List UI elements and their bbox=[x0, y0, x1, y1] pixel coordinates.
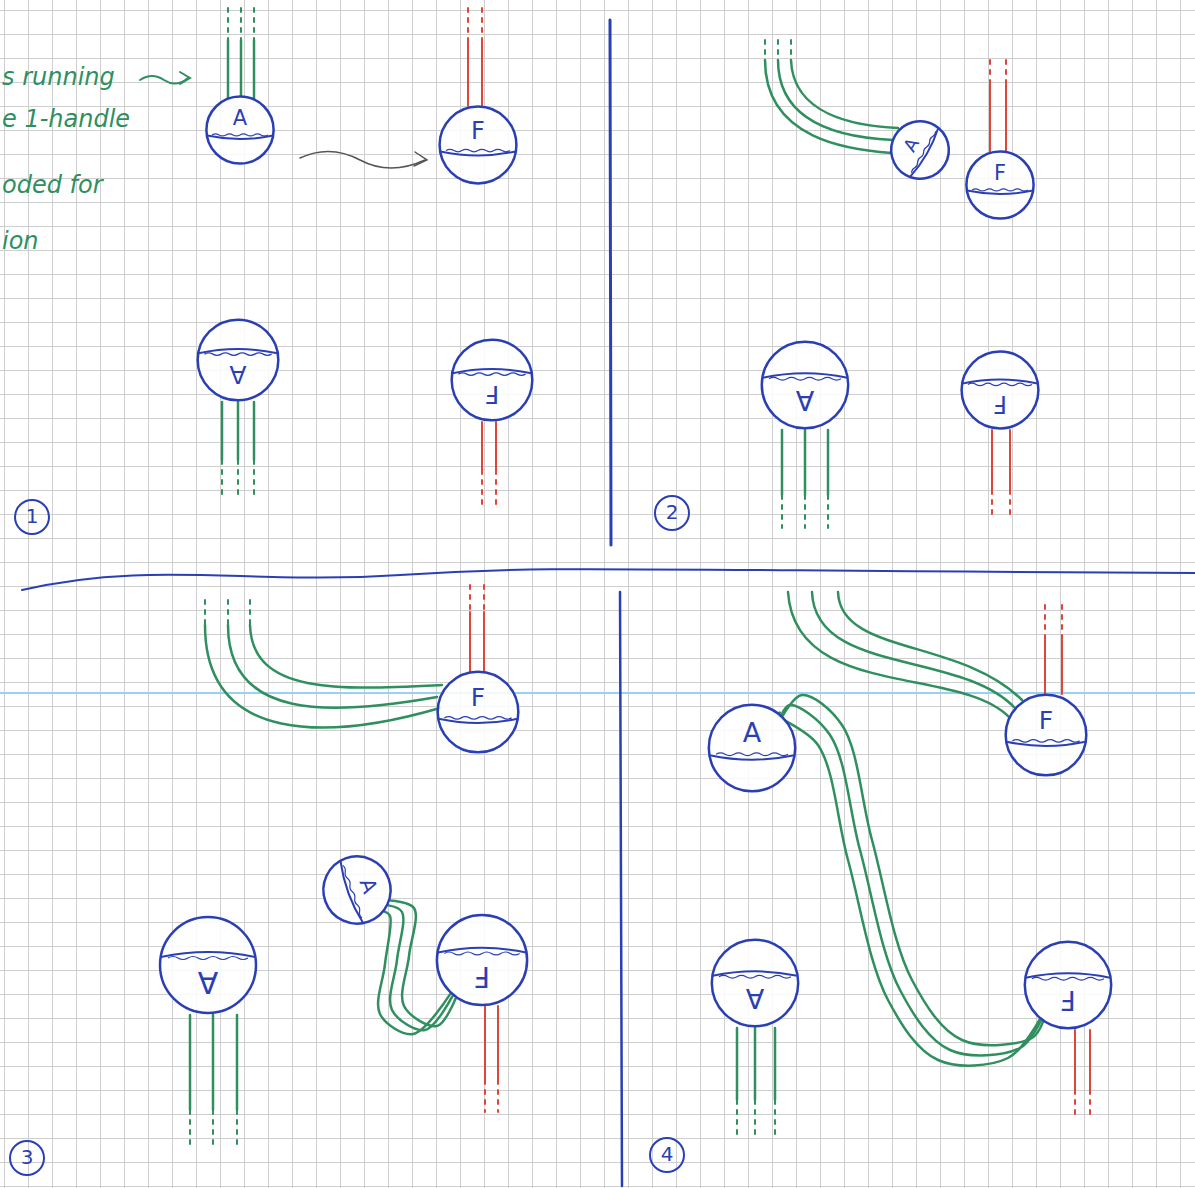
disk-outline bbox=[1023, 940, 1113, 1030]
attaching-disk: A bbox=[322, 855, 392, 925]
attaching-disk: F bbox=[450, 338, 534, 422]
disk-face: A bbox=[205, 95, 275, 165]
attaching-disk: F bbox=[1004, 693, 1088, 777]
disk-face: A bbox=[158, 915, 258, 1015]
disk-outline bbox=[158, 915, 258, 1015]
margin-note: e 1-handle bbox=[2, 106, 130, 132]
attaching-disk: A bbox=[707, 703, 797, 793]
disk-outline bbox=[960, 350, 1040, 430]
band-strand bbox=[778, 713, 1039, 1066]
disk-face: F bbox=[438, 105, 518, 185]
margin-note: oded for bbox=[2, 172, 103, 198]
green-strand-ends bbox=[190, 8, 828, 1145]
number-ring bbox=[10, 1141, 44, 1175]
disk-letter: A bbox=[229, 362, 246, 387]
disk-face: A bbox=[710, 938, 800, 1028]
attaching-disk: A bbox=[710, 938, 800, 1028]
red-strand-ends bbox=[468, 8, 1090, 1115]
green-strands bbox=[190, 40, 1022, 1110]
disk-outline bbox=[196, 318, 280, 402]
squiggle-arrow bbox=[300, 151, 427, 168]
disk-letter: F bbox=[474, 962, 490, 990]
panel-number: 3 bbox=[11, 1146, 43, 1168]
red-strands bbox=[468, 38, 1090, 1090]
attaching-disk: F bbox=[436, 670, 520, 754]
attaching-disk: A bbox=[196, 318, 280, 402]
panel-number: 2 bbox=[656, 501, 688, 523]
disk-outline bbox=[760, 340, 850, 430]
margin-note: s running bbox=[2, 64, 115, 90]
disk-letter: F bbox=[994, 163, 1006, 184]
disk-outline bbox=[435, 913, 529, 1007]
panel-number: 4 bbox=[651, 1143, 683, 1165]
number-ring bbox=[655, 496, 689, 530]
disk-face: A bbox=[760, 340, 850, 430]
attaching-disk: A bbox=[760, 340, 850, 430]
panel-number: 1 bbox=[16, 505, 48, 527]
disk-face: F bbox=[450, 338, 534, 422]
disk-outline bbox=[965, 150, 1035, 220]
disk-outline bbox=[1004, 693, 1088, 777]
disk-face: F bbox=[1023, 940, 1113, 1030]
divider bbox=[22, 569, 1195, 590]
margin-note: ion bbox=[2, 228, 39, 254]
attaching-disk: A bbox=[158, 915, 258, 1015]
disk-letter: A bbox=[233, 108, 247, 129]
disk-face: F bbox=[436, 670, 520, 754]
disk-letter: A bbox=[796, 387, 814, 414]
disk-face: F bbox=[965, 150, 1035, 220]
attaching-disk: A bbox=[205, 95, 275, 165]
disk-outline bbox=[438, 105, 518, 185]
disk-outline bbox=[205, 95, 275, 165]
disk-letter: A bbox=[743, 719, 761, 746]
disk-face: F bbox=[960, 350, 1040, 430]
divider bbox=[620, 592, 622, 1186]
band-strand bbox=[782, 705, 1041, 1055]
number-ring bbox=[15, 500, 49, 534]
band-strand bbox=[783, 695, 1043, 1045]
disk-outline bbox=[312, 845, 402, 935]
disk-letter: F bbox=[993, 392, 1007, 416]
attaching-disk: F bbox=[965, 150, 1035, 220]
attaching-disk: F bbox=[960, 350, 1040, 430]
number-ring bbox=[650, 1138, 684, 1172]
disk-face: F bbox=[1004, 693, 1088, 777]
disk-letter: F bbox=[471, 119, 485, 143]
disk-face: F bbox=[435, 913, 529, 1007]
disk-letter: F bbox=[1039, 708, 1053, 733]
handle-band bbox=[778, 695, 1043, 1066]
attaching-disk: A bbox=[890, 120, 950, 180]
attaching-disk: F bbox=[435, 913, 529, 1007]
disk-letter: A bbox=[746, 985, 764, 1012]
disk-letter: F bbox=[1060, 987, 1076, 1014]
disk-letter: A bbox=[198, 967, 219, 997]
attaching-disk: F bbox=[438, 105, 518, 185]
disk-outline bbox=[707, 703, 797, 793]
disk-outline bbox=[879, 109, 961, 191]
disk-face: A bbox=[707, 703, 797, 793]
disk-face: A bbox=[196, 318, 280, 402]
divider bbox=[610, 20, 611, 545]
disk-outline bbox=[450, 338, 534, 422]
attaching-disk: F bbox=[1023, 940, 1113, 1030]
disk-face: A bbox=[312, 845, 402, 935]
disk-face: A bbox=[879, 109, 961, 191]
disk-letter: F bbox=[485, 382, 499, 407]
disk-outline bbox=[710, 938, 800, 1028]
disk-letter: F bbox=[471, 685, 485, 710]
squiggle-arrow bbox=[140, 72, 190, 84]
disk-outline bbox=[436, 670, 520, 754]
